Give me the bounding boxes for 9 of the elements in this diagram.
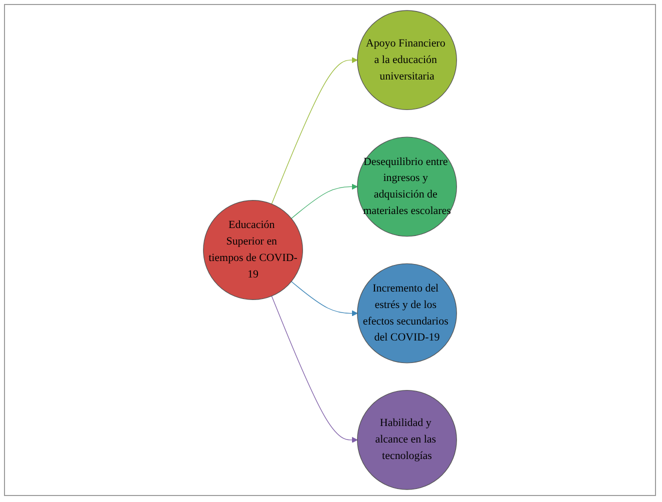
node-circle: Habilidad y alcance en las tecnologías: [357, 390, 457, 490]
arrow: [271, 57, 358, 204]
node-circle: Educación Superior en tiempos de COVID-19: [203, 200, 303, 300]
arrow: [271, 296, 358, 443]
arrow: [291, 281, 358, 316]
node-circle: Incremento del estrés y de los efectos secundarios del COVID-19: [357, 263, 457, 364]
node-circle: Apoyo Financiero a la educación universitaria: [357, 10, 457, 110]
node-circle: Desequilibrio entre ingresos y adquisición de materiales escolares: [357, 136, 457, 237]
arrow: [291, 184, 358, 219]
